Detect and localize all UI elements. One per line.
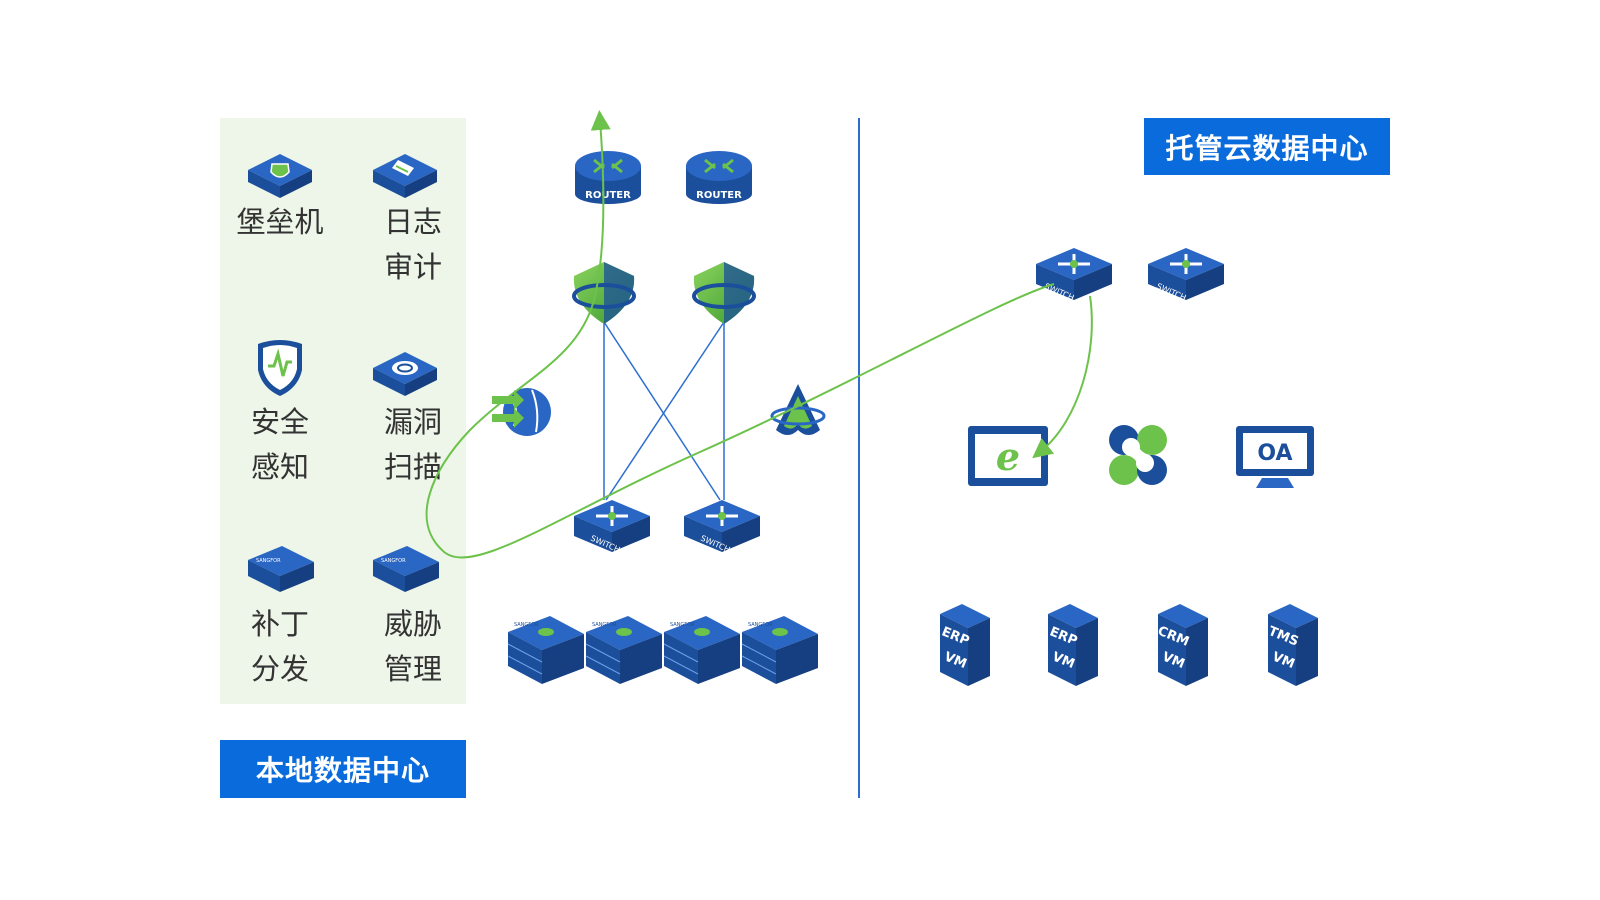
firewall-switch-links xyxy=(603,321,725,501)
log-audit-icon xyxy=(373,154,437,198)
cloud-dc-label: 托管云数据中心 xyxy=(1144,118,1390,175)
acceleration-gateway-icon xyxy=(770,384,826,435)
tool-label-threat: 威胁管理 xyxy=(383,607,442,686)
vm-crm: CRM VM xyxy=(1155,604,1208,686)
firewall-shield-icon xyxy=(692,262,756,324)
security-awareness-icon xyxy=(258,340,302,396)
bastion-host-icon xyxy=(248,154,312,198)
oa-text: OA xyxy=(1257,441,1292,466)
appliance-brand: SANGFOR xyxy=(381,558,406,564)
traffic-flow-path xyxy=(425,110,1055,559)
router-1: ROUTER xyxy=(575,151,641,204)
router-label: ROUTER xyxy=(585,190,631,201)
vm-tms: TMS VM xyxy=(1266,604,1318,686)
clover-app-icon xyxy=(1109,425,1167,485)
oa-monitor-icon: OA xyxy=(1236,426,1314,488)
vm-erp-2: ERP VM xyxy=(1047,604,1098,686)
security-tools-panel xyxy=(220,118,466,704)
tool-label-log-audit: 日志审计 xyxy=(383,205,442,284)
vm-erp-1: ERP VM xyxy=(939,604,990,686)
server-rack-2: SANGFOR xyxy=(585,616,662,684)
cloud-switch-1: SWITCH xyxy=(1036,248,1112,303)
internet-globe-icon xyxy=(492,388,551,436)
appliance-brand: SANGFOR xyxy=(256,558,281,564)
cloud-switch-2: SWITCH xyxy=(1148,248,1224,303)
tool-label-bastion: 堡垒机 xyxy=(236,205,324,239)
server-brand: SANGFOR xyxy=(748,622,773,628)
router-2: ROUTER xyxy=(686,151,752,204)
ie-logo: e xyxy=(996,434,1020,479)
tool-label-vuln-scan: 漏洞扫描 xyxy=(383,405,442,484)
tool-label-security-awareness: 安全感知 xyxy=(250,405,309,484)
server-brand: SANGFOR xyxy=(592,622,617,628)
server-rack-4: SANGFOR xyxy=(741,616,818,684)
server-rack-1: SANGFOR xyxy=(507,616,584,684)
firewall-shield-icon xyxy=(572,262,636,324)
router-label: ROUTER xyxy=(696,190,742,201)
traffic-flow-to-app xyxy=(1032,295,1093,459)
server-rack-3: SANGFOR xyxy=(663,616,740,684)
server-brand: SANGFOR xyxy=(514,622,539,628)
patch-distribution-icon: SANGFOR xyxy=(248,546,314,592)
local-dc-label: 本地数据中心 xyxy=(220,740,466,798)
tool-label-patch: 补丁分发 xyxy=(250,607,309,686)
vulnerability-scan-icon xyxy=(373,352,437,396)
local-switch-1: SWITCH xyxy=(574,500,650,555)
server-brand: SANGFOR xyxy=(670,622,695,628)
ie-browser-monitor-icon: e xyxy=(968,426,1048,486)
region-divider xyxy=(858,118,860,798)
local-switch-2: SWITCH xyxy=(684,500,760,555)
threat-management-icon: SANGFOR xyxy=(373,546,439,592)
